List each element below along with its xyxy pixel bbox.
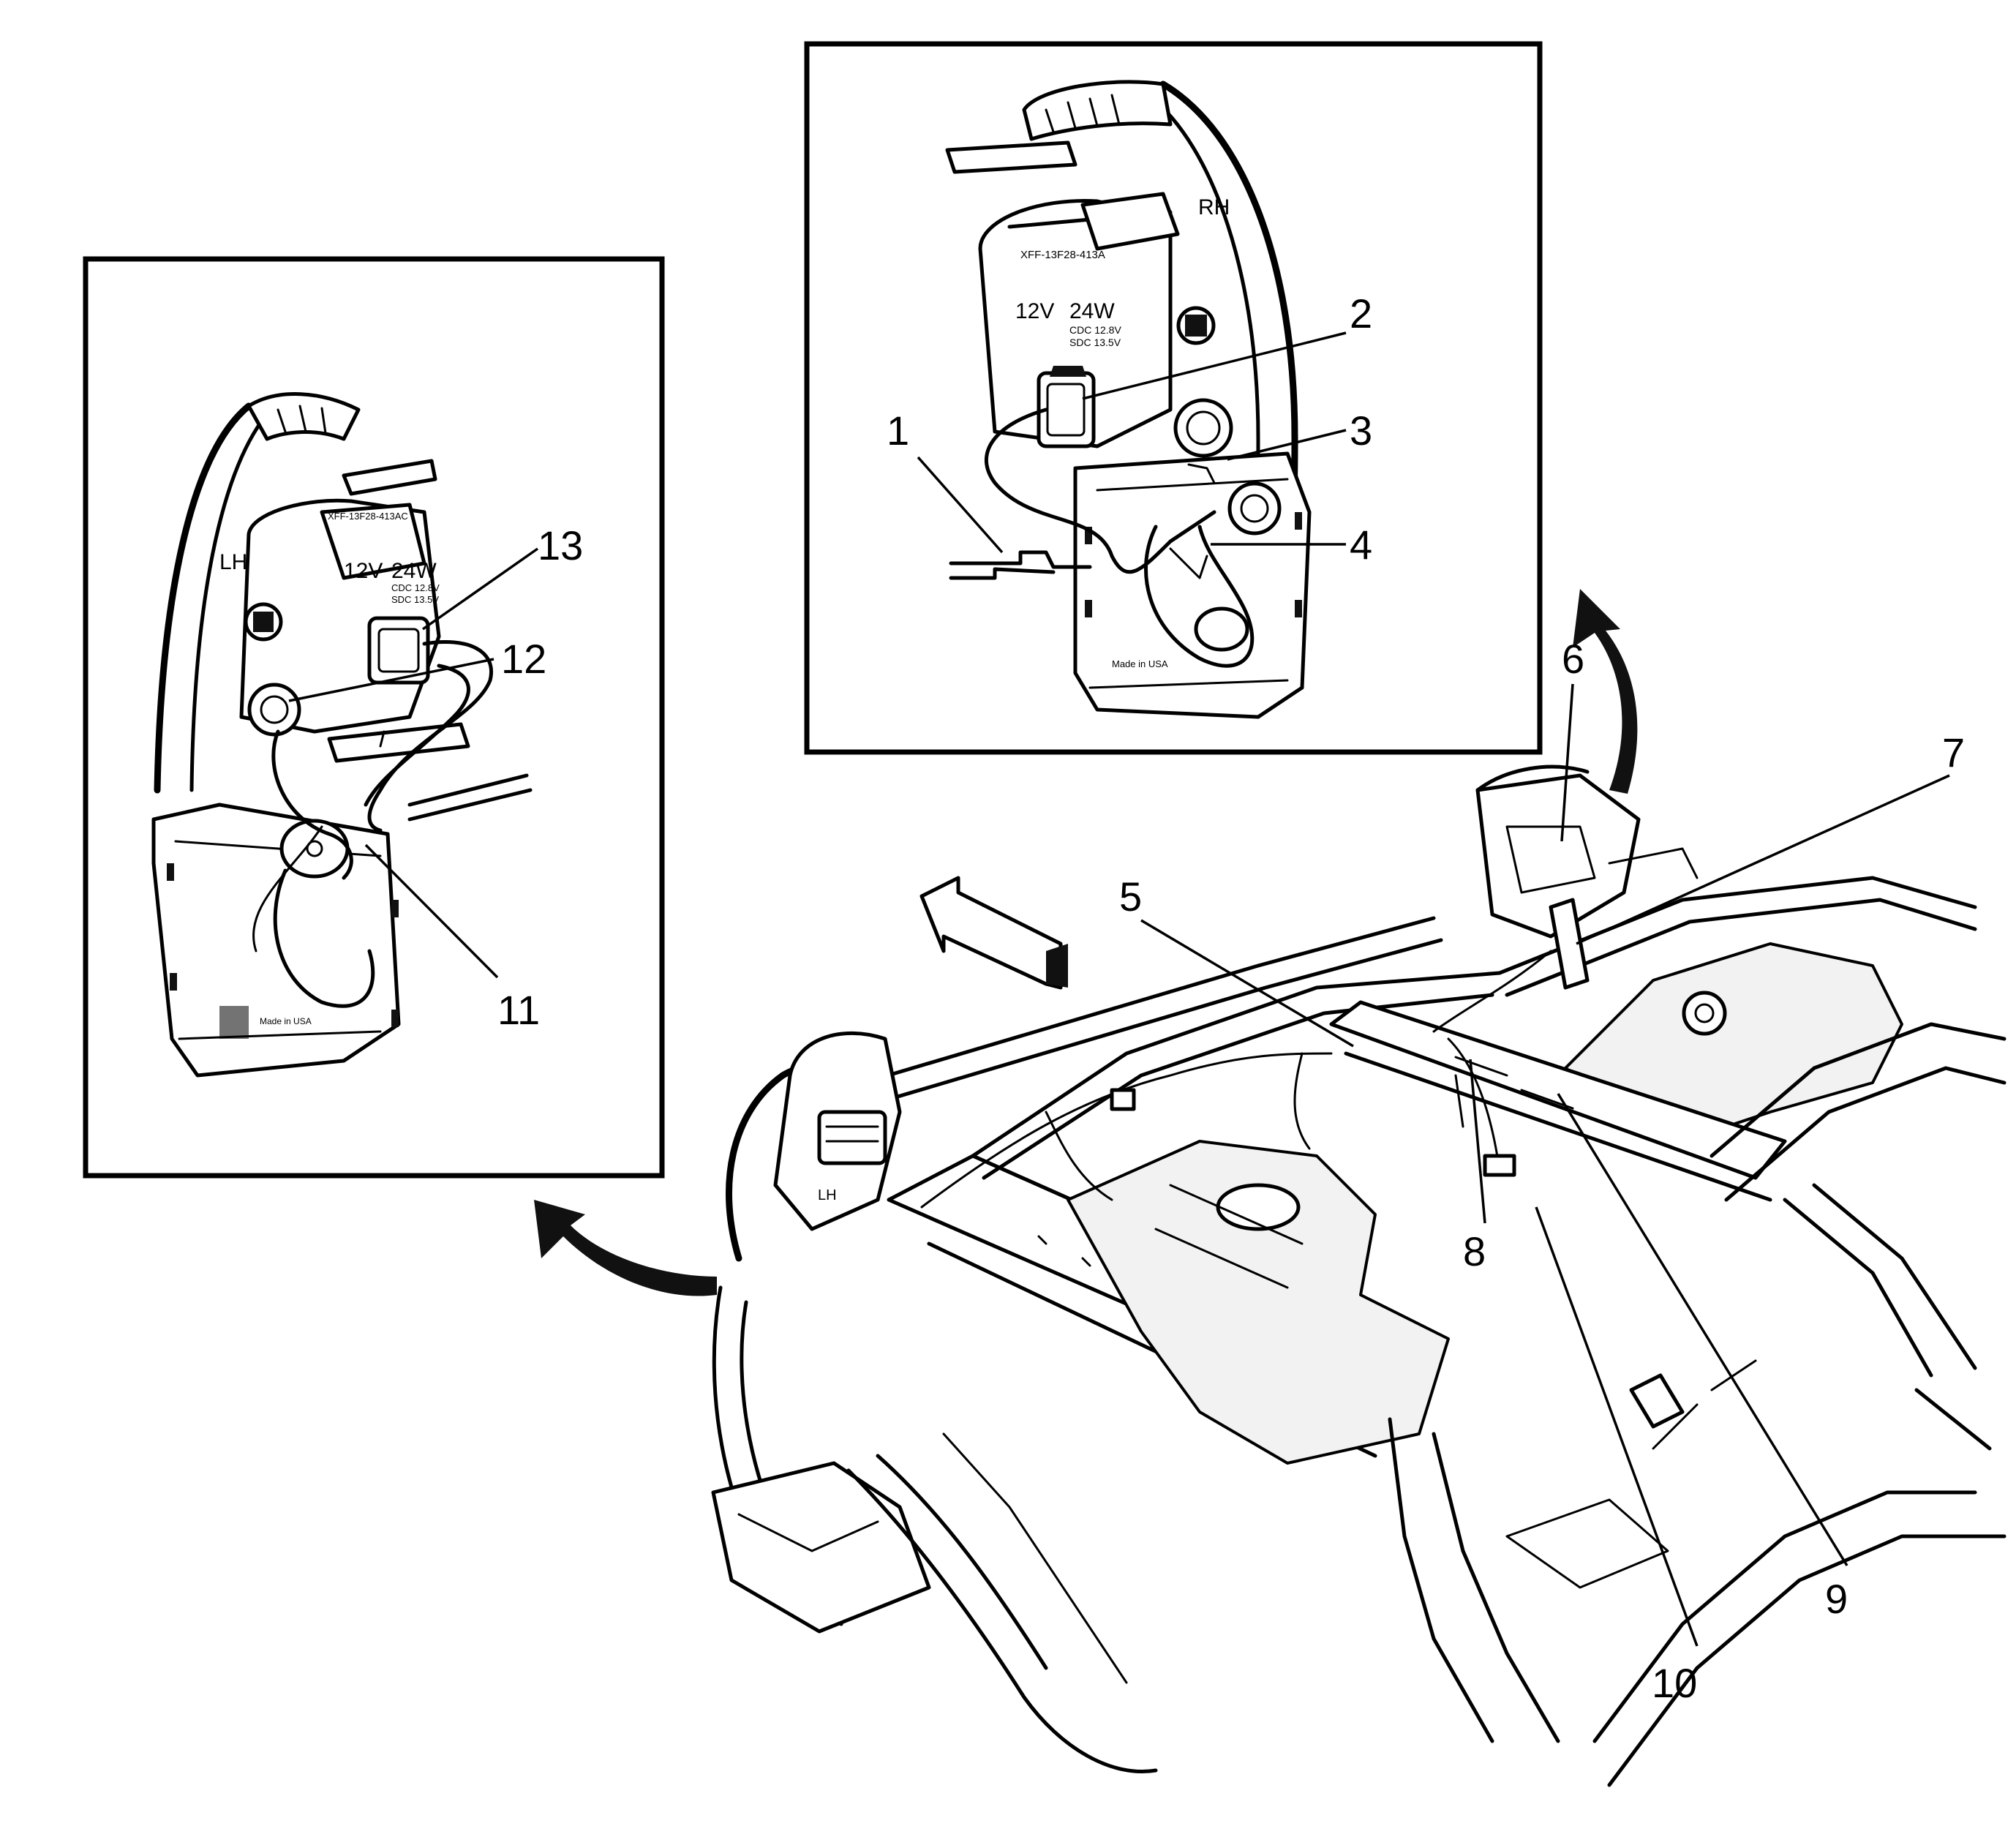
pointer-arrows	[534, 589, 1638, 1296]
callout-11: 11	[497, 987, 540, 1033]
callout-6: 6	[1562, 636, 1584, 682]
callout-10: 10	[1652, 1660, 1697, 1706]
rh-rating-line1: CDC 12.8V	[1069, 324, 1121, 336]
lh-rating-line1: CDC 12.8V	[391, 582, 440, 593]
leader-lines	[288, 331, 1950, 1647]
callout-8: 8	[1463, 1228, 1486, 1274]
callout-labels: 1 2 3 4 5 6 7 8 9 10 11 12 13	[497, 290, 1965, 1706]
lh-lamp-inset: XFF-13F28-413AC 12V 24W CDC 12.8V SDC 13…	[83, 256, 665, 1179]
callout-12: 12	[501, 636, 546, 682]
front-direction-arrow	[919, 876, 1063, 990]
callout-2: 2	[1350, 290, 1372, 337]
callout-1: 1	[887, 407, 909, 454]
rh-wattage-label: 24W	[1069, 299, 1115, 323]
callout-13: 13	[538, 522, 583, 568]
lh-rating-line2: SDC 13.5V	[391, 594, 439, 605]
callout-7: 7	[1942, 729, 1965, 775]
rh-lamp-inset: XFF-13F28-413A 12V 24W CDC 12.8V SDC 13.…	[804, 41, 1543, 755]
callout-9: 9	[1825, 1576, 1848, 1622]
pointer-arrow-to-rh-inset	[1573, 589, 1638, 794]
rh-rating-header: XFF-13F28-413A	[1020, 249, 1105, 261]
rh-side-label: RH	[1198, 195, 1230, 219]
rh-made-in: Made in USA	[1112, 658, 1168, 669]
callout-3: 3	[1350, 407, 1372, 454]
pointer-arrow-to-lh-inset	[534, 1200, 717, 1296]
lh-made-in: Made in USA	[260, 1016, 312, 1026]
lh-wattage-label: 24W	[391, 559, 437, 583]
rh-rating-line2: SDC 13.5V	[1069, 337, 1121, 348]
callout-5: 5	[1119, 873, 1142, 920]
chassis-lh-marking: LH	[818, 1187, 837, 1203]
lh-side-label: LH	[219, 550, 247, 574]
lh-voltage-label: 12V	[344, 559, 383, 583]
rh-voltage-label: 12V	[1015, 299, 1054, 323]
lh-vent-grid	[219, 1006, 249, 1039]
lh-rating-header: XFF-13F28-413AC	[328, 511, 408, 522]
vehicle-rear-body: LH	[711, 764, 2006, 1787]
callout-4: 4	[1350, 522, 1372, 568]
